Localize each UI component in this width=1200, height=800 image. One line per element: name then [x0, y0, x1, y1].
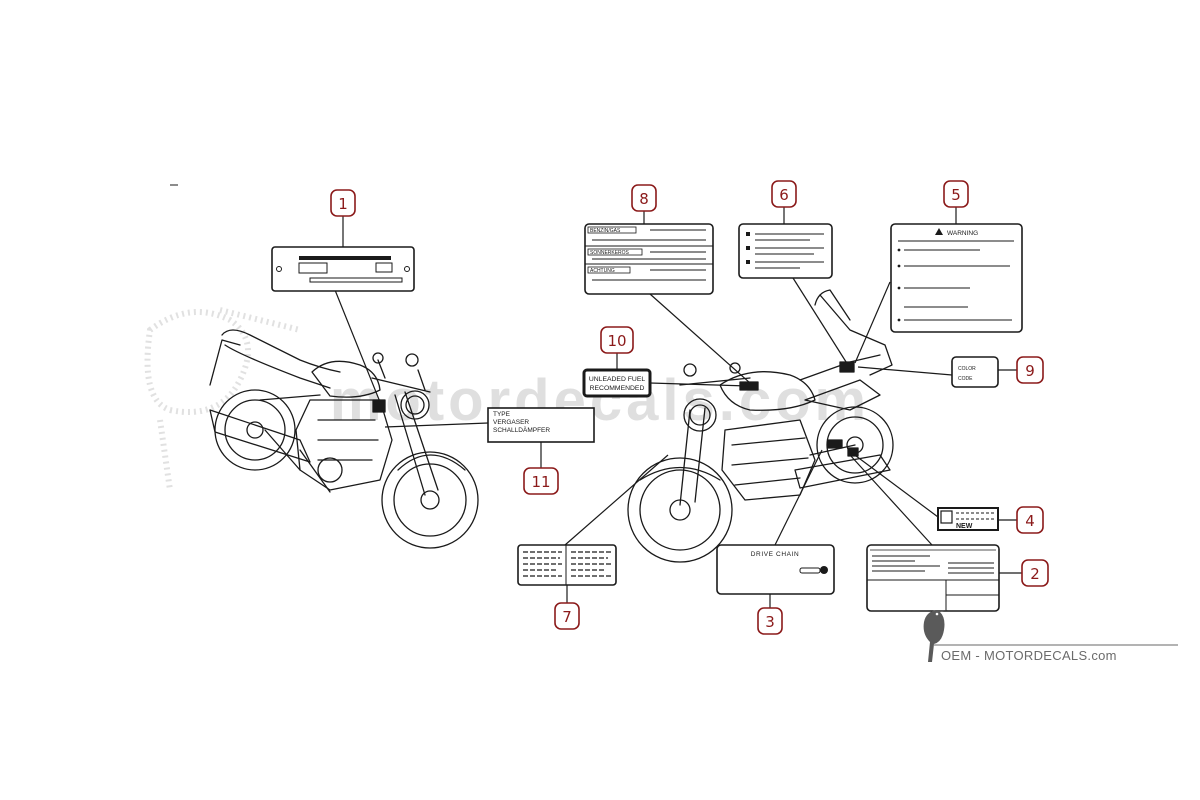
- motorcycle-left: [209, 329, 479, 549]
- callout-3[interactable]: 3: [757, 607, 783, 635]
- callout-7[interactable]: 7: [554, 602, 580, 630]
- callout-8[interactable]: 8: [631, 184, 657, 212]
- decal-8: BENZIN/GAS SONNERKEROS ACHTUNG: [584, 223, 714, 295]
- callout-10-number: 10: [607, 332, 626, 350]
- decal-8-line-1: BENZIN/GAS: [590, 228, 621, 234]
- leader-7: [564, 454, 669, 546]
- callout-3-number: 3: [765, 613, 775, 631]
- decal-9: COLOR CODE: [951, 356, 999, 388]
- decal-10-line-1: UNLEADED FUEL: [589, 376, 645, 383]
- leader-3: [774, 449, 823, 546]
- callout-11-number: 11: [531, 473, 550, 491]
- callout-9-number: 9: [1025, 362, 1035, 380]
- callout-4[interactable]: 4: [1016, 506, 1044, 534]
- leader-lines: [334, 277, 953, 546]
- callout-6-number: 6: [779, 186, 789, 204]
- decal-3-heading: DRIVE CHAIN: [751, 551, 800, 558]
- decal-4-text: NEW: [956, 523, 973, 530]
- decal-5-heading: WARNING: [947, 230, 978, 237]
- callout-1-number: 1: [338, 195, 348, 213]
- callout-9[interactable]: 9: [1016, 356, 1044, 384]
- decal-10-line-2: RECOMMENDED: [590, 385, 645, 392]
- leader-10: [649, 382, 749, 387]
- leader-5: [854, 281, 891, 364]
- decal-8-line-2: SONNERKEROS: [590, 250, 630, 256]
- leader-1: [334, 289, 381, 403]
- decal-11: TYPE VERGASER SCHALLDÄMPFER: [487, 407, 595, 443]
- watermark-bike-outline: [144, 307, 301, 491]
- callout-1[interactable]: 1: [330, 189, 356, 217]
- callout-11[interactable]: 11: [523, 467, 559, 495]
- bird-logo-icon: [923, 610, 948, 662]
- callout-2-number: 2: [1030, 565, 1040, 583]
- decal-7: [517, 544, 617, 586]
- callout-6[interactable]: 6: [771, 180, 797, 208]
- callouts: 1 8 6 5 10 9: [330, 180, 1049, 635]
- decal-10: UNLEADED FUEL RECOMMENDED: [582, 368, 652, 398]
- callout-4-number: 4: [1025, 512, 1035, 530]
- brand-logo: OEM - MOTORDECALS.com: [923, 610, 1178, 663]
- leader-4: [847, 449, 939, 518]
- decal-11-line-1: TYPE: [493, 411, 511, 418]
- decal-1: [271, 246, 415, 292]
- decal-4: NEW: [937, 507, 999, 531]
- decal-3: DRIVE CHAIN: [716, 544, 835, 595]
- decal-11-line-2: VERGASER: [493, 419, 529, 426]
- leader-6: [792, 277, 849, 366]
- leader-9: [857, 366, 953, 376]
- brand-text: OEM - MOTORDECALS.com: [941, 648, 1117, 663]
- callout-10[interactable]: 10: [600, 326, 634, 354]
- decal-8-line-3: ACHTUNG: [590, 268, 615, 274]
- decal-6: [738, 223, 833, 279]
- callout-8-number: 8: [639, 190, 649, 208]
- decal-11-line-3: SCHALLDÄMPFER: [493, 426, 550, 434]
- decal-9-line-1: COLOR: [958, 366, 976, 372]
- leader-2: [849, 454, 933, 546]
- leader-11: [384, 422, 489, 428]
- leader-8: [649, 293, 751, 384]
- callout-5[interactable]: 5: [943, 180, 969, 208]
- callout-2[interactable]: 2: [1021, 559, 1049, 587]
- callout-7-number: 7: [562, 608, 572, 626]
- motorcycle-right: [627, 289, 894, 563]
- callout-5-number: 5: [951, 186, 961, 204]
- decal-9-line-2: CODE: [958, 376, 973, 382]
- decal-2: [866, 544, 1000, 612]
- decal-5: WARNING: [890, 223, 1023, 333]
